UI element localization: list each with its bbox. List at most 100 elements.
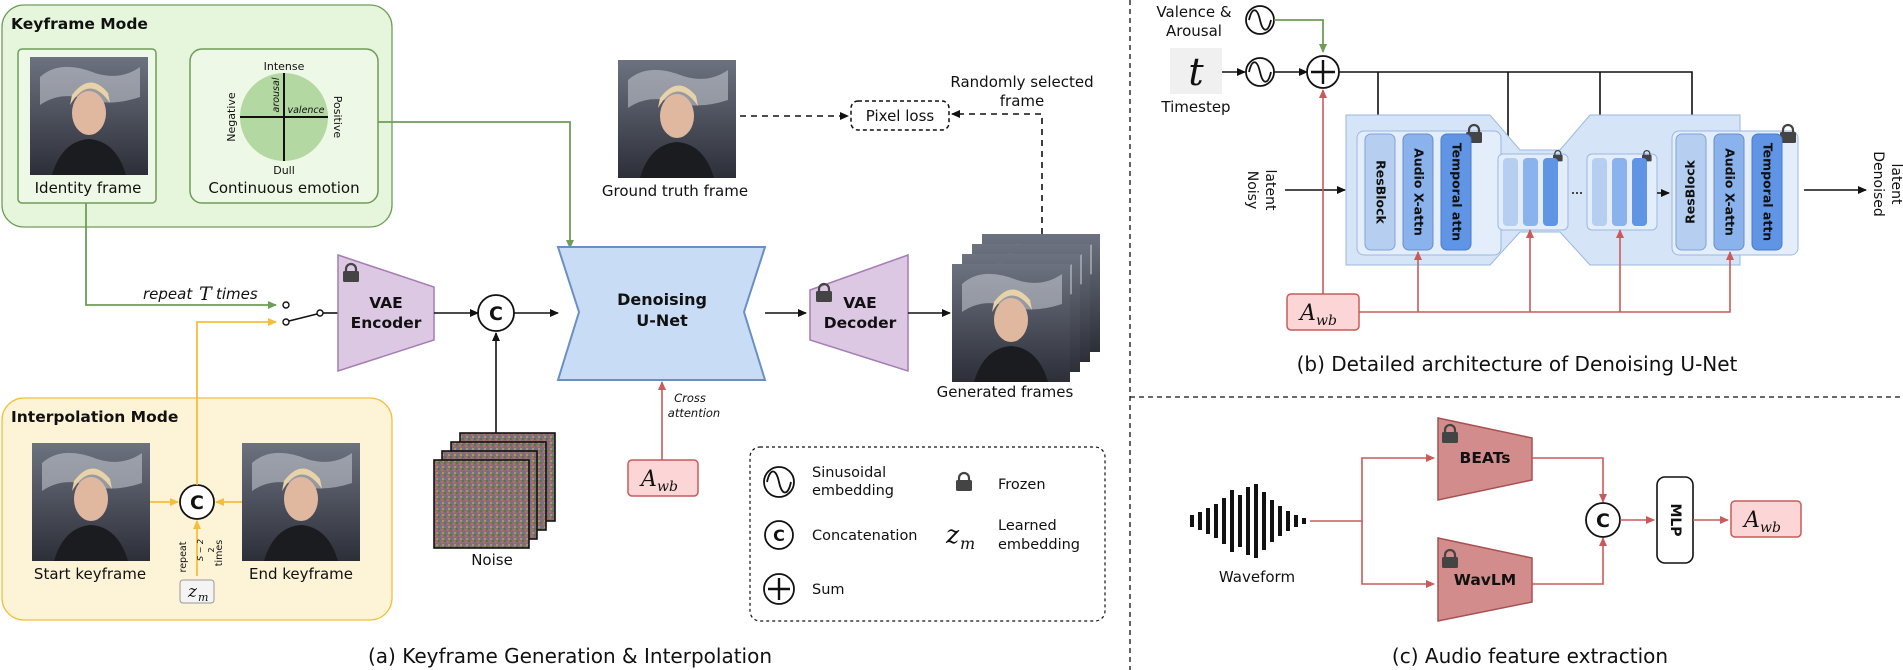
axis-valence: valence <box>287 105 324 116</box>
zm-sub: m <box>198 591 208 604</box>
legend-sum-label: Sum <box>812 582 845 598</box>
awb-box-a <box>627 459 699 497</box>
random-frame-line2: frame <box>1000 92 1044 110</box>
awb-sub-a: wb <box>657 479 678 495</box>
noisy-latent-line1: Noisy <box>1244 171 1260 210</box>
caption-c: (c) Audio feature extraction <box>1392 644 1668 668</box>
repeat-T-post: times <box>216 285 258 303</box>
repeat-fraction-den: 2 <box>207 547 216 552</box>
caption-a: (a) Keyframe Generation & Interpolation <box>368 644 772 668</box>
repeat-fraction-num: S − 2 <box>196 539 205 561</box>
legend-concat-label: Concatenation <box>812 528 918 544</box>
vae-decoder-line1: VAE <box>843 294 877 312</box>
ground-truth-label: Ground truth frame <box>602 182 748 200</box>
ground-truth-image <box>618 60 736 178</box>
interpolation-mode-title: Interpolation Mode <box>11 408 178 426</box>
generated-frame-front <box>952 264 1070 382</box>
denoised-latent-line2: latent <box>1888 164 1903 205</box>
continuous-emotion-label: Continuous emotion <box>208 179 359 197</box>
zm-embedding-box <box>179 579 215 604</box>
main-concat-symbol: C <box>489 303 503 325</box>
waveform-label: Waveform <box>1219 568 1295 586</box>
vae-decoder-line2: Decoder <box>824 314 897 332</box>
zm-main: z <box>187 582 198 602</box>
right-audio-xattn <box>1713 133 1745 251</box>
interp-concat-symbol: C <box>190 492 204 514</box>
legend-learned-line1: Learned <box>998 518 1057 534</box>
vae-encoder-block <box>337 253 435 373</box>
awb-box-c <box>1730 500 1802 538</box>
legend-learned-line2: embedding <box>998 537 1080 553</box>
mlp-label: MLP <box>1667 503 1683 536</box>
cross-attention-line2: attention <box>668 406 720 420</box>
audio-concat-symbol: C <box>1596 510 1610 532</box>
left-audio-xattn <box>1402 133 1434 251</box>
start-keyframe-label: Start keyframe <box>34 565 146 583</box>
legend-sinusoidal-line1: Sinusoidal <box>812 465 886 481</box>
identity-frame-image <box>30 57 148 175</box>
concat-icon <box>764 520 794 550</box>
repeat-label: repeat <box>178 541 189 572</box>
left-temporal-attn-label: Temporal attn <box>1450 143 1465 241</box>
random-frame-line1: Randomly selected <box>950 73 1093 91</box>
beats-block <box>1437 417 1533 501</box>
legend-zm-sub: m <box>960 534 975 553</box>
denoised-latent-line1: Denoised <box>1870 151 1886 217</box>
left-audio-xattn-label: Audio X-attn <box>1412 148 1427 236</box>
left-temporal-attn <box>1440 133 1472 251</box>
valence-arousal-line2: Arousal <box>1166 22 1222 40</box>
noise-image <box>433 459 530 549</box>
right-resblock <box>1675 133 1707 251</box>
legend-zm-main: z <box>945 520 960 549</box>
axis-arousal: arousal <box>271 77 282 112</box>
generated-frames-label: Generated frames <box>937 383 1074 401</box>
vae-encoder-line2: Encoder <box>351 314 422 332</box>
legend-concat-symbol: C <box>773 526 785 545</box>
vae-encoder-line1: VAE <box>369 294 403 312</box>
t-symbol: t <box>1188 50 1204 94</box>
valence-arousal-line1: Valence & <box>1156 3 1231 21</box>
unet-line2: U-Net <box>636 311 688 330</box>
repeat-T-symbol: T <box>199 283 213 305</box>
right-temporal-attn-label: Temporal attn <box>1761 143 1776 241</box>
waveform-icon <box>1190 484 1306 558</box>
pixel-loss-label: Pixel loss <box>866 107 935 125</box>
awb-main-c: A <box>1742 508 1760 533</box>
right-temporal-attn <box>1751 133 1783 251</box>
start-keyframe-image <box>32 443 150 561</box>
wavlm-block <box>1437 537 1533 622</box>
legend-frozen-label: Frozen <box>998 477 1046 493</box>
keyframe-mode-title: Keyframe Mode <box>11 15 148 33</box>
awb-sub-c: wb <box>1760 520 1781 536</box>
axis-intense: Intense <box>264 60 305 73</box>
legend-sinusoidal-line2: embedding <box>812 483 894 499</box>
t-box <box>1170 48 1222 94</box>
axis-dull: Dull <box>273 164 295 177</box>
legend-box <box>749 446 1106 622</box>
awb-main-a: A <box>639 467 657 492</box>
left-resblock-label: ResBlock <box>1374 160 1389 224</box>
right-audio-xattn-label: Audio X-attn <box>1723 148 1738 236</box>
repeat-times-label: times <box>214 540 225 566</box>
end-keyframe-label: End keyframe <box>249 565 353 583</box>
right-resblock-label: ResBlock <box>1683 159 1698 223</box>
pixel-loss-box <box>850 100 950 131</box>
axis-negative: Negative <box>225 92 238 142</box>
noise-label: Noise <box>471 551 513 569</box>
noisy-latent-line2: latent <box>1262 170 1278 211</box>
beats-label: BEATs <box>1460 449 1511 467</box>
axis-positive: Positive <box>331 96 344 139</box>
timestep-label: Timestep <box>1160 98 1230 116</box>
wavlm-label: WavLM <box>1454 571 1516 589</box>
repeat-T-pre: repeat <box>143 285 193 303</box>
denoising-unet-block <box>556 246 767 381</box>
awb-sub-b: wb <box>1316 313 1337 329</box>
vae-decoder-block <box>809 253 909 373</box>
cross-attention-line1: Cross <box>674 391 706 405</box>
awb-main-b: A <box>1298 301 1316 326</box>
left-resblock <box>1364 133 1396 251</box>
caption-b: (b) Detailed architecture of Denoising U… <box>1297 352 1738 376</box>
unet-line1: Denoising <box>617 290 707 309</box>
end-keyframe-image <box>242 443 360 561</box>
